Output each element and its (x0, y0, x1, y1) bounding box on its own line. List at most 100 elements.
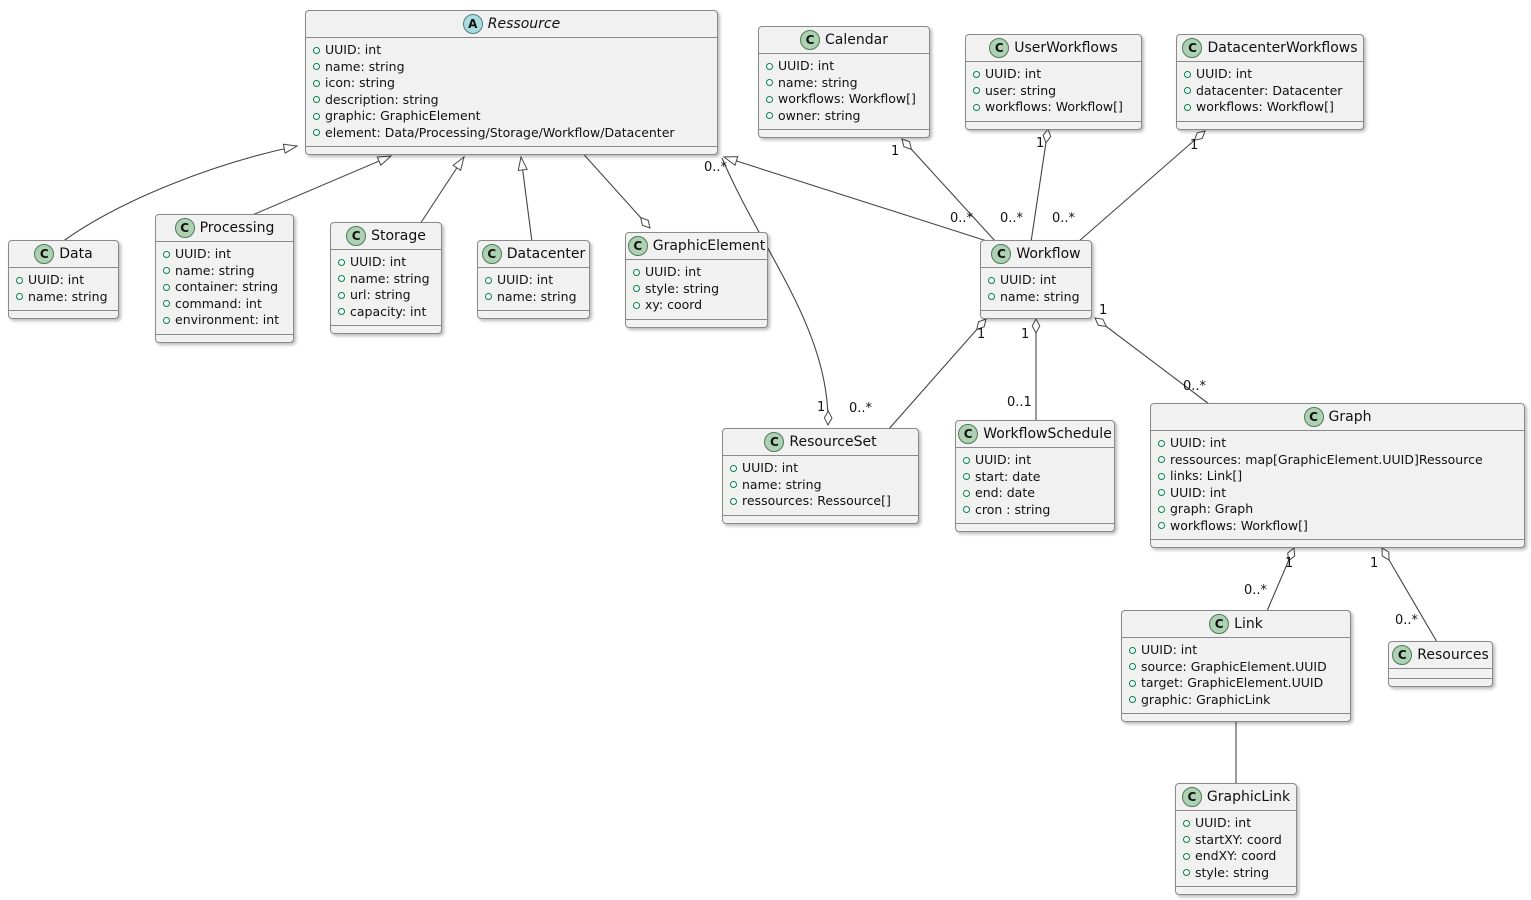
class-attribute: cron : string (963, 502, 1107, 519)
class-datacenterworkflows: C DatacenterWorkflows UUID: int datacent… (1176, 34, 1364, 130)
class-icon: C (174, 218, 195, 238)
aggregation-workflow-resourceset (887, 319, 986, 431)
multiplicity-label: 0..1 (1007, 395, 1032, 410)
class-icon: C (34, 244, 55, 264)
class-attribute: name: string (163, 263, 286, 280)
field-visibility-icon (766, 79, 773, 87)
class-icon: C (346, 226, 367, 246)
class-link: C Link UUID: int source: GraphicElement.… (1121, 610, 1351, 722)
class-attribute: style: string (1183, 865, 1289, 882)
field-visibility-icon (163, 283, 170, 291)
class-graphiclink: C GraphicLink UUID: int startXY: coord e… (1175, 783, 1297, 895)
class-name: Resources (1417, 647, 1489, 663)
field-visibility-icon (338, 275, 345, 283)
field-visibility-icon (1183, 836, 1190, 844)
field-visibility-icon (988, 276, 995, 284)
field-visibility-icon (730, 464, 737, 472)
field-visibility-icon (16, 293, 23, 301)
class-title: C WorkflowSchedule (956, 421, 1114, 448)
class-name: UserWorkflows (1014, 40, 1118, 56)
class-attribute: UUID: int (338, 254, 434, 271)
class-attribute: name: string (338, 271, 434, 288)
methods-compartment (723, 516, 918, 523)
class-name: Processing (199, 220, 275, 236)
field-visibility-icon (338, 308, 345, 316)
abstract-class-icon: A (462, 14, 483, 34)
class-title: C Resources (1389, 642, 1492, 669)
field-visibility-icon (1183, 852, 1190, 860)
multiplicity-label: 1 (1190, 138, 1199, 153)
class-graph: C Graph UUID: int ressources: map[Graphi… (1150, 403, 1525, 548)
class-attribute: command: int (163, 296, 286, 313)
class-attribute: links: Link[] (1158, 468, 1517, 485)
class-icon: C (1303, 407, 1324, 427)
class-attribute: workflows: Workflow[] (1184, 99, 1356, 116)
field-visibility-icon (633, 301, 640, 309)
class-attribute: name: string (730, 477, 911, 494)
methods-compartment (331, 326, 441, 333)
field-visibility-icon (766, 112, 773, 120)
field-visibility-icon (313, 79, 320, 87)
field-visibility-icon (973, 103, 980, 111)
class-attribute: style: string (633, 281, 760, 298)
class-attribute: UUID: int (973, 66, 1134, 83)
field-visibility-icon (633, 285, 640, 293)
inheritance-processing-ressource (249, 155, 393, 217)
inheritance-datacenter-ressource (517, 155, 533, 243)
class-calendar: C Calendar UUID: int name: string workfl… (758, 26, 930, 138)
class-title: C Graph (1151, 404, 1524, 431)
methods-compartment (306, 147, 717, 154)
methods-compartment (1177, 122, 1363, 129)
multiplicity-label: 0..* (704, 160, 728, 175)
field-visibility-icon (1158, 439, 1165, 447)
class-resources: C Resources (1388, 641, 1493, 687)
class-attribute: name: string (988, 289, 1084, 306)
class-attribute: UUID: int (963, 452, 1107, 469)
field-visibility-icon (338, 291, 345, 299)
multiplicity-label: 1 (1285, 556, 1294, 571)
field-visibility-icon (766, 95, 773, 103)
class-userworkflows: C UserWorkflows UUID: int user: string w… (965, 34, 1142, 130)
field-visibility-icon (313, 96, 320, 104)
field-visibility-icon (1183, 819, 1190, 827)
field-visibility-icon (1129, 696, 1136, 704)
multiplicity-label: 0..* (1395, 613, 1419, 628)
class-attribute: UUID: int (485, 272, 582, 289)
field-visibility-icon (16, 276, 23, 284)
field-visibility-icon (988, 293, 995, 301)
class-attribute: ressources: map[GraphicElement.UUID]Ress… (1158, 452, 1517, 469)
class-attribute: datacenter: Datacenter (1184, 83, 1356, 100)
class-attribute: workflows: Workflow[] (1158, 518, 1517, 535)
class-title: C DatacenterWorkflows (1177, 35, 1363, 62)
multiplicity-label: 1 (891, 144, 900, 159)
class-attribute: source: GraphicElement.UUID (1129, 659, 1343, 676)
class-attribute: end: date (963, 485, 1107, 502)
multiplicity-label: 1 (1370, 556, 1379, 571)
class-attribute: target: GraphicElement.UUID (1129, 675, 1343, 692)
class-attribute: icon: string (313, 75, 710, 92)
field-visibility-icon (963, 489, 970, 497)
class-name: WorkflowSchedule (983, 426, 1112, 442)
class-icon: C (989, 38, 1010, 58)
class-attribute: UUID: int (1158, 485, 1517, 502)
class-attribute: UUID: int (313, 42, 710, 59)
class-name: Storage (371, 228, 426, 244)
methods-compartment (156, 335, 293, 342)
methods-compartment (1389, 679, 1492, 686)
field-visibility-icon (1158, 456, 1165, 464)
class-icon: C (958, 424, 979, 444)
field-visibility-icon (1158, 472, 1165, 480)
attributes-compartment (1389, 669, 1492, 679)
multiplicity-label: 1 (1099, 303, 1108, 318)
field-visibility-icon (730, 497, 737, 505)
class-attribute: capacity: int (338, 304, 434, 321)
aggregation-datacenterworkflows-workflow (1077, 131, 1205, 243)
class-data: C Data UUID: int name: string (8, 240, 119, 319)
class-icon: C (1182, 38, 1203, 58)
field-visibility-icon (730, 481, 737, 489)
class-workflow: C Workflow UUID: int name: string (980, 240, 1092, 319)
class-icon: C (481, 244, 502, 264)
class-attribute: graphic: GraphicLink (1129, 692, 1343, 709)
multiplicity-label: 0..* (1183, 379, 1207, 394)
class-attribute: UUID: int (16, 272, 111, 289)
